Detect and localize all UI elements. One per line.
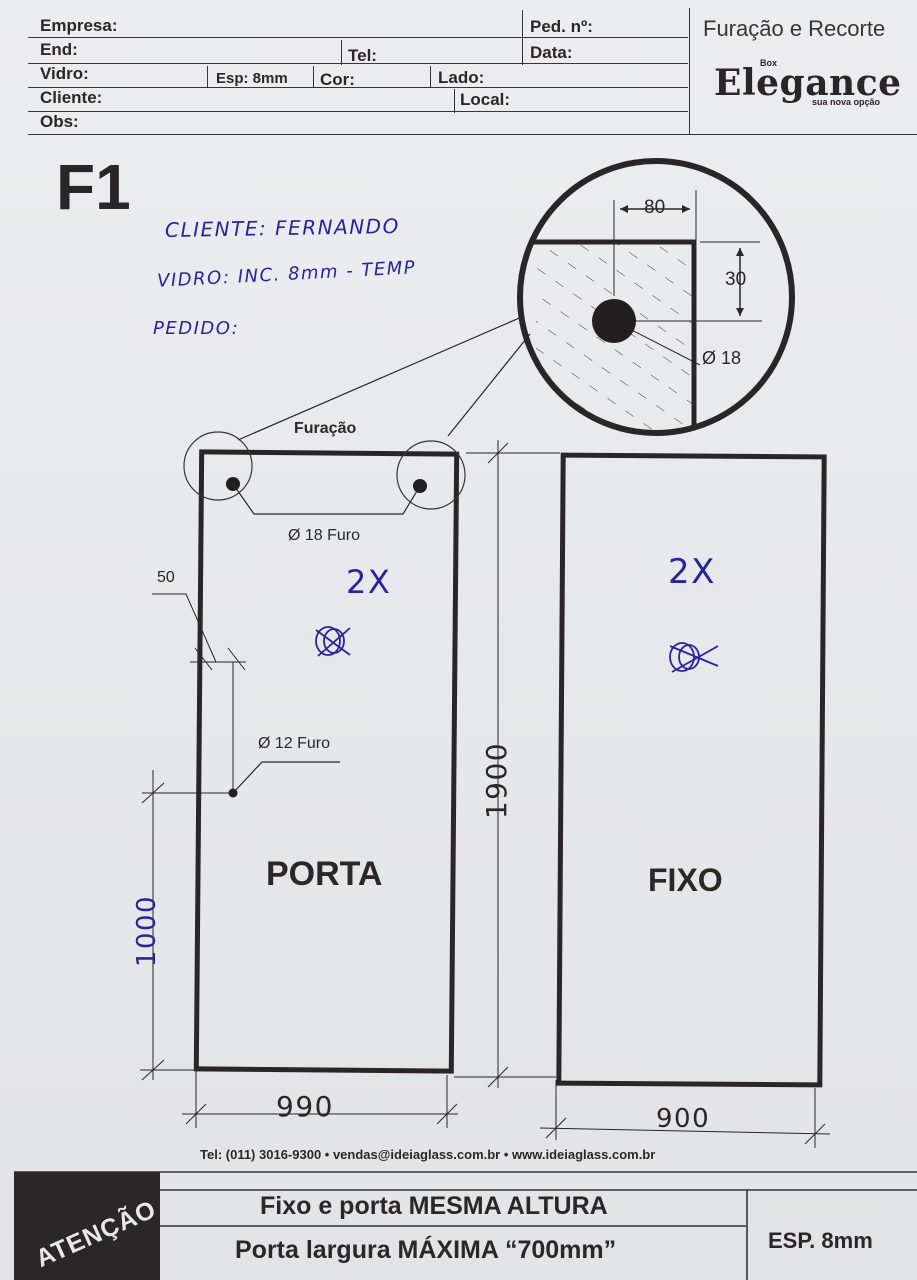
esp-label: Esp: 8mm bbox=[216, 70, 288, 87]
detail-leader bbox=[237, 315, 525, 441]
tick bbox=[227, 647, 246, 671]
tick bbox=[141, 1059, 165, 1081]
form-divider bbox=[454, 89, 455, 113]
logo-tagline: sua nova opção bbox=[812, 97, 881, 107]
lado-label: Lado: bbox=[438, 68, 485, 87]
data-label: Data: bbox=[530, 43, 573, 62]
form-divider bbox=[341, 40, 342, 65]
scribble-fixo bbox=[669, 642, 719, 673]
footer-note-1: Fixo e porta MESMA ALTURA bbox=[260, 1192, 608, 1220]
qty-fixo: 2X bbox=[668, 552, 716, 592]
qty-porta: 2X bbox=[346, 563, 392, 601]
form-rule bbox=[28, 111, 688, 112]
tick bbox=[545, 1117, 567, 1139]
ped-no-label: Ped. nº: bbox=[530, 17, 593, 36]
form-divider bbox=[430, 66, 431, 88]
furacao-circle-right bbox=[396, 440, 466, 510]
fixo-panel bbox=[556, 452, 827, 1088]
scribble-porta bbox=[315, 626, 351, 657]
footer-note-2: Porta largura MÁXIMA “700mm” bbox=[235, 1236, 617, 1264]
obs-label: Obs: bbox=[40, 112, 79, 131]
detail-leader bbox=[447, 333, 531, 437]
form-rule bbox=[28, 37, 688, 38]
form-rule bbox=[28, 87, 688, 88]
vidro-label: Vidro: bbox=[40, 64, 89, 83]
detail-dim-80: 80 bbox=[644, 197, 666, 218]
dim-1900-text: 1900 bbox=[480, 741, 514, 820]
form-rule bbox=[28, 63, 688, 64]
tick bbox=[804, 1123, 826, 1145]
dim-80-arrows bbox=[620, 205, 690, 213]
end-label: End: bbox=[40, 40, 78, 59]
attention-label: ATENÇÃO bbox=[31, 1195, 160, 1274]
attention-box: ATENÇÃO bbox=[14, 1172, 160, 1280]
tel-label: Tel: bbox=[348, 46, 377, 65]
cliente-label: Cliente: bbox=[40, 88, 103, 107]
form-divider bbox=[207, 66, 208, 88]
dim-50-leader bbox=[152, 593, 217, 663]
furo-18-label: Ø 18 Furo bbox=[288, 527, 361, 544]
hole-detail-view bbox=[517, 158, 795, 436]
model-code: F1 bbox=[56, 151, 131, 223]
porta-label: PORTA bbox=[266, 855, 383, 893]
tick bbox=[141, 782, 165, 804]
sheet-title: Furação e Recorte bbox=[703, 16, 886, 41]
fixo-label: FIXO bbox=[648, 862, 723, 898]
contact-info: Tel: (011) 3016-9300 • vendas@ideiaglass… bbox=[200, 1147, 656, 1162]
dim-990-text: 990 bbox=[276, 1090, 334, 1123]
dim-900-text: 900 bbox=[656, 1104, 711, 1134]
tick bbox=[487, 1066, 509, 1088]
detail-dim-30: 30 bbox=[725, 269, 747, 290]
logo-box-text: Box bbox=[760, 58, 778, 68]
dim-30-arrows bbox=[736, 248, 744, 316]
furacao-label: Furação bbox=[294, 420, 357, 437]
local-label: Local: bbox=[460, 90, 511, 109]
porta-panel bbox=[193, 449, 460, 1074]
empresa-label: Empresa: bbox=[40, 16, 118, 35]
hole-18-detail bbox=[592, 299, 636, 343]
form-divider bbox=[689, 8, 690, 135]
form-divider bbox=[313, 66, 314, 88]
tick bbox=[487, 442, 509, 464]
furo-18-leader bbox=[232, 483, 421, 515]
furo-12-label: Ø 12 Furo bbox=[258, 735, 331, 752]
dim-900-line bbox=[539, 1127, 831, 1135]
footer-esp: ESP. 8mm bbox=[768, 1228, 873, 1253]
dim-1000-text: 1000 bbox=[132, 894, 163, 968]
tick bbox=[194, 647, 213, 671]
detail-dim-18: Ø 18 bbox=[702, 348, 742, 368]
tick bbox=[185, 1103, 207, 1125]
cor-label: Cor: bbox=[320, 70, 355, 89]
brand-logo: Elegance bbox=[714, 62, 902, 104]
tick bbox=[436, 1103, 458, 1125]
dim-50-label: 50 bbox=[157, 569, 175, 586]
furo-12-leader bbox=[232, 761, 340, 794]
handwritten-pedido: PEDIDO: bbox=[153, 318, 240, 339]
form-divider bbox=[522, 10, 523, 65]
form-rule bbox=[28, 134, 917, 135]
furacao-circle-left bbox=[183, 431, 253, 501]
